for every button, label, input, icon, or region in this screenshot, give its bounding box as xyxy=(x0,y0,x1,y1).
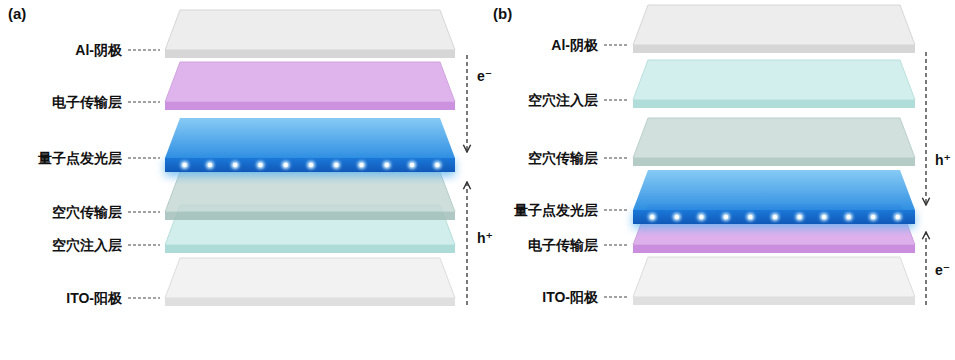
emission-glow xyxy=(894,213,902,221)
layer-name: Al-阴极 xyxy=(551,37,598,54)
carrier-label: e⁻ xyxy=(477,68,492,85)
quantum-dot-emitting-slab xyxy=(633,170,915,228)
emission-dot xyxy=(284,163,288,167)
carrier-label: h⁺ xyxy=(935,152,951,169)
ito-anode-slab xyxy=(165,258,455,306)
layer-name: ITO-阳极 xyxy=(66,290,122,307)
emission-glow xyxy=(433,161,441,169)
emission-dot xyxy=(822,215,826,219)
emission-dot xyxy=(385,163,389,167)
layer-name: 电子传输层 xyxy=(528,237,598,254)
emission-dot xyxy=(748,215,752,219)
emission-glow xyxy=(282,161,290,169)
emission-dot xyxy=(309,163,313,167)
emission-dot xyxy=(797,215,801,219)
emission-dot xyxy=(699,215,703,219)
emission-glow xyxy=(181,161,189,169)
electron-transport-slab xyxy=(633,205,915,253)
quantum-dot-emitting-slab xyxy=(165,118,455,176)
emission-glow xyxy=(673,213,681,221)
panel-label: (b) xyxy=(493,5,512,23)
emission-glow xyxy=(869,213,877,221)
electron-transport-slab xyxy=(165,62,455,110)
emission-glow xyxy=(722,213,730,221)
carrier-label: e⁻ xyxy=(935,262,950,279)
layer-name: 空穴注入层 xyxy=(52,237,122,254)
emission-dot xyxy=(773,215,777,219)
emission-dot xyxy=(896,215,900,219)
layer-name: 电子传输层 xyxy=(52,94,122,111)
panel-label: (a) xyxy=(8,5,26,23)
emission-dot xyxy=(359,163,363,167)
emission-dot xyxy=(410,163,414,167)
emission-glow xyxy=(256,161,264,169)
layer-stack-a xyxy=(165,10,455,306)
emission-glow xyxy=(307,161,315,169)
ito-anode-slab xyxy=(633,257,915,305)
emission-dot xyxy=(182,163,186,167)
emission-glow xyxy=(408,161,416,169)
layer-name: 空穴传输层 xyxy=(528,150,598,167)
emission-glow xyxy=(746,213,754,221)
layer-stack-b xyxy=(633,5,915,305)
emission-dot xyxy=(435,163,439,167)
layer-name: Al-阴极 xyxy=(75,42,122,59)
emission-glow xyxy=(383,161,391,169)
emission-dot xyxy=(650,215,654,219)
al-cathode-slab xyxy=(633,5,915,53)
layer-name: 量子点发光层 xyxy=(514,202,598,219)
hole-injection-slab xyxy=(165,205,455,253)
layer-name: ITO-阳极 xyxy=(542,289,598,306)
leader-lines xyxy=(128,45,628,298)
layer-name: 空穴注入层 xyxy=(528,92,598,109)
emission-glow xyxy=(771,213,779,221)
emission-dot xyxy=(334,163,338,167)
emission-dot xyxy=(258,163,262,167)
layer-name: 空穴传输层 xyxy=(52,204,122,221)
emission-dot xyxy=(871,215,875,219)
emission-dot xyxy=(233,163,237,167)
emission-glow xyxy=(697,213,705,221)
emission-glow xyxy=(845,213,853,221)
carrier-label: h⁺ xyxy=(477,230,493,247)
hole-transport-slab xyxy=(633,118,915,166)
emission-dot xyxy=(208,163,212,167)
al-cathode-slab xyxy=(165,10,455,58)
emission-glow xyxy=(231,161,239,169)
emission-glow xyxy=(796,213,804,221)
layer-name: 量子点发光层 xyxy=(38,150,122,167)
emission-glow xyxy=(206,161,214,169)
emission-dot xyxy=(846,215,850,219)
carrier-arrows xyxy=(467,52,926,305)
emission-dot xyxy=(675,215,679,219)
emission-glow xyxy=(358,161,366,169)
hole-injection-slab xyxy=(633,60,915,108)
emission-glow xyxy=(332,161,340,169)
emission-glow xyxy=(648,213,656,221)
emission-glow xyxy=(820,213,828,221)
emission-dot xyxy=(724,215,728,219)
hole-transport-slab xyxy=(165,172,455,220)
